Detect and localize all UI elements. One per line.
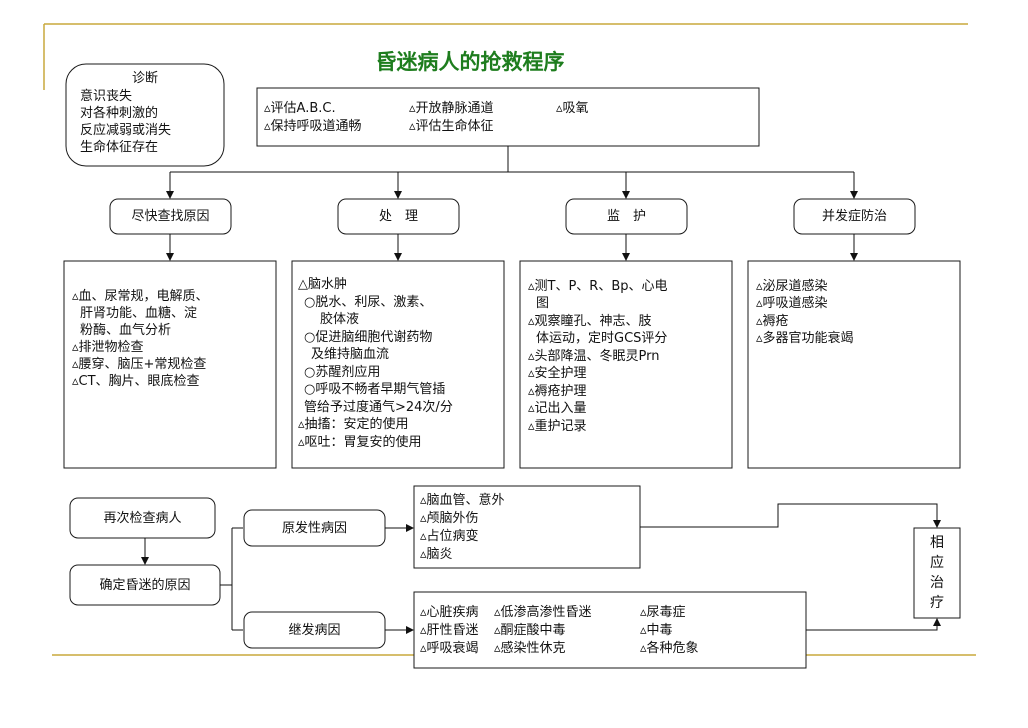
connectors — [141, 146, 941, 634]
top-item: ▵评估生命体征 — [409, 119, 494, 134]
primary-item: ▵脑炎 — [420, 547, 453, 562]
diagnosis-line: 生命体征存在 — [80, 140, 159, 155]
recheck-label: 再次检查病人 — [103, 511, 182, 526]
top-item: ▵开放静脉通道 — [409, 101, 494, 116]
recheck-box — [69, 497, 216, 539]
secondary-item: ▵各种危象 — [640, 641, 699, 656]
detail-line: 管给予过度通气>24次/分 — [304, 400, 453, 415]
detail-box-treatment — [291, 260, 505, 469]
secondary-item: ▵呼吸衰竭 — [420, 641, 479, 656]
secondary-item: ▵心脏疾病 — [420, 605, 479, 620]
detail-line: ▵记出入量 — [528, 401, 587, 416]
secondary-item: ▵中毒 — [640, 623, 673, 638]
detail-line: ▵呼吸道感染 — [756, 296, 828, 311]
detail-line: ▵测T、P、R、Bp、心电 — [528, 279, 668, 294]
detail-line: 粉酶、血气分析 — [80, 323, 172, 338]
diagnosis-label: 诊断 — [131, 71, 158, 86]
detail-box-find-cause — [63, 260, 277, 469]
primary-item: ▵颅脑外伤 — [420, 511, 479, 526]
top-item: ▵保持呼吸道通畅 — [264, 119, 362, 134]
primary-list-box — [413, 485, 641, 569]
detail-line: ▵抽搐：安定的使用 — [298, 417, 409, 432]
detail-line: ▵多器官功能衰竭 — [756, 331, 854, 346]
detail-line: ○苏醒剂应用 — [304, 365, 381, 380]
detail-box-monitoring — [519, 260, 733, 469]
detail-line: ▵腰穿、脑压+常规检查 — [72, 357, 207, 372]
detail-line: ▵泌尿道感染 — [756, 279, 828, 294]
branch-label-treatment: 处 理 — [378, 209, 418, 224]
treatment-box — [913, 527, 961, 619]
diagnosis-line: 对各种刺激的 — [80, 106, 159, 121]
detail-line: ▵观察瞳孔、神志、肢 — [528, 314, 652, 329]
secondary-item: ▵低渗高渗性昏迷 — [494, 605, 592, 620]
detail-line: ▵安全护理 — [528, 366, 587, 381]
detail-box-complications — [747, 260, 961, 469]
secondary-item: ▵感染性休克 — [494, 641, 566, 656]
detail-line: ▵头部降温、冬眠灵Prn — [528, 349, 660, 364]
branch-label-monitoring: 监 护 — [606, 209, 646, 224]
diagnosis-line: 意识丧失 — [80, 89, 133, 104]
detail-line: ▵褥疮 — [756, 314, 789, 329]
page-title: 昏迷病人的抢救程序 — [375, 50, 565, 74]
branch-label-find-cause: 尽快查找原因 — [131, 209, 210, 224]
determine-cause-label: 确定昏迷的原因 — [99, 578, 191, 593]
secondary-item: ▵酮症酸中毒 — [494, 623, 566, 638]
detail-line: 图 — [536, 296, 550, 311]
detail-line: ▵呕吐：胃复安的使用 — [298, 435, 422, 450]
detail-line: ▵血、尿常规，电解质、 — [72, 289, 209, 304]
detail-line: 体运动，定时GCS评分 — [536, 331, 668, 346]
top-item: ▵吸氧 — [556, 101, 589, 116]
detail-line: △脑水肿 — [298, 277, 347, 292]
detail-line: ○呼吸不畅者早期气管插 — [304, 382, 446, 397]
treatment-label: 相应治疗 — [930, 535, 944, 611]
primary-item: ▵占位病变 — [420, 529, 479, 544]
secondary-item: ▵尿毒症 — [640, 605, 686, 620]
top-actions-box — [256, 87, 760, 147]
detail-line: 及维持脑血流 — [311, 347, 390, 362]
detail-line: ○促进脑细胞代谢药物 — [304, 330, 433, 345]
detail-line: ○脱水、利尿、激素、 — [304, 295, 433, 310]
secondary-list-box — [413, 591, 807, 669]
top-item: ▵评估A.B.C. — [264, 101, 336, 116]
primary-cause-label: 原发性病因 — [281, 521, 347, 536]
detail-line: ▵排泄物检查 — [72, 340, 144, 355]
diagnosis-box — [65, 63, 225, 167]
diagnosis-line: 反应减弱或消失 — [80, 123, 172, 138]
secondary-cause-label: 继发病因 — [288, 623, 341, 638]
detail-line: 肝肾功能、血糖、淀 — [80, 306, 198, 321]
primary-item: ▵脑血管、意外 — [420, 493, 505, 508]
detail-line: 胶体液 — [320, 312, 360, 327]
detail-line: ▵重护记录 — [528, 419, 587, 434]
branch-label-complications: 并发症防治 — [821, 209, 887, 224]
detail-line: ▵CT、胸片、眼底检查 — [72, 374, 200, 389]
secondary-item: ▵肝性昏迷 — [420, 623, 479, 638]
detail-line: ▵褥疮护理 — [528, 384, 587, 399]
